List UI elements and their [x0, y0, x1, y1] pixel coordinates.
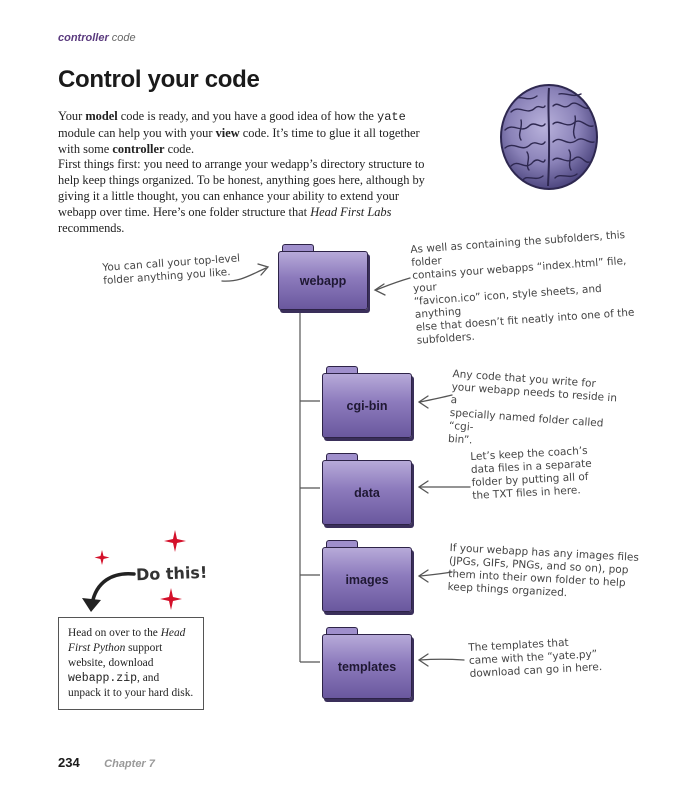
annotation-data: Let’s keep the coach’s data files in a s…	[470, 444, 613, 503]
arrow-cgi	[419, 394, 453, 403]
arrow-root-left	[221, 267, 267, 282]
folder-tab	[282, 244, 314, 253]
page-footer: 234 Chapter 7	[58, 754, 155, 772]
folder-body: webapp	[278, 251, 368, 310]
folder-body: data	[322, 460, 412, 525]
page-number: 234	[58, 755, 80, 770]
annotation-images: If your webapp has any images files (JPG…	[447, 542, 649, 604]
folder-body: templates	[322, 634, 412, 699]
text-run: Head on over to the	[68, 627, 161, 639]
do-this-label: Do this!	[135, 562, 208, 585]
text-run: recommends.	[58, 221, 125, 235]
running-head-main: controller	[58, 32, 109, 44]
arrow-head	[82, 598, 101, 612]
folder-body: images	[322, 547, 412, 612]
folder-tab	[326, 540, 358, 549]
intro-paragraph: Your model code is ready, and you have a…	[58, 108, 433, 157]
code-yate: yate	[377, 110, 406, 124]
folder-label-images: images	[345, 572, 389, 587]
text-run: code.	[164, 142, 195, 156]
sparkle-star-icon	[160, 588, 182, 610]
running-head-rest: code	[108, 32, 136, 44]
folder-data: data	[322, 453, 412, 525]
italic-head-first-labs: Head First Labs	[310, 205, 392, 219]
annotation-root-right: As well as containing the subfolders, th…	[410, 228, 652, 348]
chapter-label: Chapter 7	[104, 758, 155, 770]
arrow-images	[419, 571, 453, 577]
folder-label-webapp: webapp	[299, 273, 347, 288]
text-run: , and unpack it to your hard disk.	[68, 672, 194, 699]
arrow-root-right	[375, 277, 411, 291]
folder-label-cgi-bin: cgi-bin	[346, 398, 388, 413]
folder-cgi-bin: cgi-bin	[322, 366, 412, 438]
do-this-graphics	[82, 530, 186, 612]
italic-book-title: Head First Python	[68, 627, 186, 654]
folder-tab	[326, 366, 358, 375]
sparkle-star-icon	[94, 550, 110, 565]
bold-model: model	[85, 109, 118, 123]
bold-view: view	[215, 126, 240, 140]
folder-images: images	[322, 540, 412, 612]
arrow-templates	[419, 658, 465, 661]
text-run: Your	[58, 109, 86, 123]
code-filename: webapp.zip	[68, 672, 138, 685]
brain-icon	[500, 84, 598, 190]
annotation-templates: The templates that came with the “yate.p…	[468, 635, 610, 681]
page-title: Control your code	[58, 66, 260, 93]
folder-tab	[326, 627, 358, 636]
text-run: code is ready, and you have a good idea …	[117, 109, 378, 123]
curved-arrow	[90, 572, 136, 606]
folder-body: cgi-bin	[322, 373, 412, 438]
folder-webapp: webapp	[278, 244, 368, 310]
folder-templates: templates	[322, 627, 412, 699]
sparkle-star-icon	[164, 530, 186, 552]
structure-paragraph: First things first: you need to arrange …	[58, 156, 433, 236]
text-run: code. It’s time to glue it all together …	[58, 126, 420, 156]
text-run: module can help you with your	[58, 126, 216, 140]
note-box: Head on over to the Head First Python su…	[58, 617, 204, 710]
folder-label-data: data	[354, 485, 380, 500]
running-head: controller code	[58, 32, 136, 44]
text-run: support website, download	[68, 642, 163, 669]
text-run: First things first: you need to arrange …	[58, 157, 425, 219]
folder-label-templates: templates	[337, 659, 397, 674]
bold-controller: controller	[112, 142, 165, 156]
folder-tab	[326, 453, 358, 462]
